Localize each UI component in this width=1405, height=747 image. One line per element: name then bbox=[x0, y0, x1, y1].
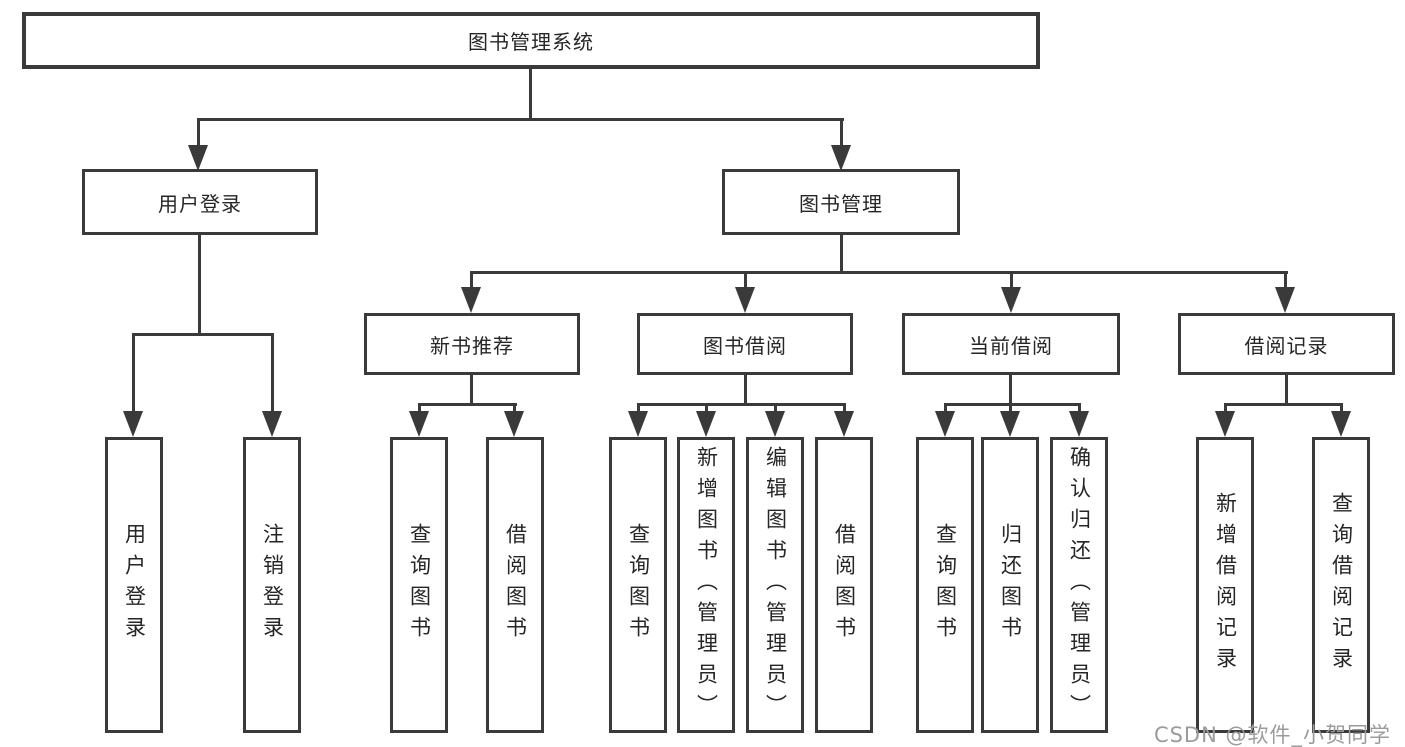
node-label: 编辑图书（管理员） bbox=[763, 445, 788, 725]
connector-line bbox=[1010, 271, 1013, 289]
node-label: 借阅图书 bbox=[503, 523, 528, 647]
node-leaf-user-login: 用户登录 bbox=[105, 437, 163, 733]
arrowhead-down-icon bbox=[409, 411, 429, 437]
connector-line bbox=[470, 271, 1288, 274]
connector-line bbox=[637, 403, 845, 406]
node-leaf-query-borrow-record: 查询借阅记录 bbox=[1312, 437, 1370, 733]
connector-line bbox=[1340, 403, 1343, 415]
connector-line bbox=[197, 118, 844, 121]
arrowhead-down-icon bbox=[1215, 411, 1235, 437]
arrowhead-down-icon bbox=[123, 411, 143, 437]
connector-line bbox=[1284, 271, 1287, 289]
arrowhead-down-icon bbox=[735, 287, 755, 313]
node-leaf-query-books-borrowing: 查询图书 bbox=[609, 437, 667, 733]
node-label: 查询图书 bbox=[933, 523, 958, 647]
arrowhead-down-icon bbox=[461, 287, 481, 313]
node-book-management: 图书管理 bbox=[722, 169, 960, 235]
node-label: 注销登录 bbox=[260, 523, 285, 647]
arrowhead-down-icon bbox=[188, 145, 208, 171]
connector-line bbox=[744, 271, 747, 289]
connector-line bbox=[944, 403, 1081, 406]
connector-line bbox=[840, 118, 843, 147]
arrowhead-down-icon bbox=[1001, 287, 1021, 313]
node-label: 查询图书 bbox=[407, 523, 432, 647]
node-leaf-borrow-books: 借阅图书 bbox=[815, 437, 873, 733]
connector-line bbox=[197, 118, 200, 147]
connector-line bbox=[529, 69, 532, 120]
node-label: 借阅记录 bbox=[1244, 333, 1329, 358]
connector-line bbox=[840, 235, 843, 274]
node-borrowing-records: 借阅记录 bbox=[1178, 313, 1395, 375]
connector-line bbox=[470, 271, 473, 289]
connector-line bbox=[198, 235, 201, 336]
node-leaf-borrow-books-recommend: 借阅图书 bbox=[486, 437, 544, 733]
node-new-book-recommend: 新书推荐 bbox=[364, 313, 580, 375]
connector-line bbox=[418, 403, 421, 415]
node-leaf-logout: 注销登录 bbox=[243, 437, 301, 733]
arrowhead-down-icon bbox=[834, 411, 854, 437]
node-label: 确认归还（管理员） bbox=[1067, 445, 1092, 725]
node-label: 新增图书（管理员） bbox=[694, 445, 719, 725]
node-leaf-add-borrow-record: 新增借阅记录 bbox=[1196, 437, 1254, 733]
node-leaf-query-books-recommend: 查询图书 bbox=[390, 437, 448, 733]
arrowhead-down-icon bbox=[504, 411, 524, 437]
node-label: 图书管理系统 bbox=[468, 30, 594, 54]
arrowhead-down-icon bbox=[262, 411, 282, 437]
arrowhead-down-icon bbox=[935, 411, 955, 437]
arrowhead-down-icon bbox=[1069, 411, 1089, 437]
connector-line bbox=[774, 403, 777, 415]
node-label: 新书推荐 bbox=[430, 333, 514, 358]
node-label: 归还图书 bbox=[998, 523, 1023, 647]
connector-line bbox=[944, 403, 947, 415]
arrowhead-down-icon bbox=[1331, 411, 1351, 437]
node-user-login: 用户登录 bbox=[82, 169, 318, 235]
node-leaf-return-books: 归还图书 bbox=[981, 437, 1039, 733]
connector-line bbox=[744, 375, 747, 406]
connector-line bbox=[132, 333, 274, 336]
connector-line bbox=[132, 333, 135, 413]
node-book-borrowing: 图书借阅 bbox=[637, 313, 853, 375]
node-label: 借阅图书 bbox=[832, 523, 857, 647]
connector-line bbox=[843, 403, 846, 415]
node-leaf-query-books-current: 查询图书 bbox=[916, 437, 974, 733]
node-label: 图书借阅 bbox=[703, 333, 787, 358]
node-current-borrowing: 当前借阅 bbox=[902, 313, 1120, 375]
arrowhead-down-icon bbox=[696, 411, 716, 437]
connector-line bbox=[637, 403, 640, 415]
node-leaf-confirm-return-admin: 确认归还（管理员） bbox=[1050, 437, 1108, 733]
arrowhead-down-icon bbox=[628, 411, 648, 437]
node-leaf-edit-books-admin: 编辑图书（管理员） bbox=[746, 437, 804, 733]
connector-line bbox=[513, 403, 516, 415]
node-label: 用户登录 bbox=[122, 523, 147, 647]
arrowhead-down-icon bbox=[1000, 411, 1020, 437]
connector-line bbox=[1224, 403, 1227, 415]
connector-line bbox=[271, 333, 274, 413]
node-label: 新增借阅记录 bbox=[1213, 492, 1238, 678]
node-leaf-add-books-admin: 新增图书（管理员） bbox=[677, 437, 735, 733]
arrowhead-down-icon bbox=[1275, 287, 1295, 313]
node-label: 当前借阅 bbox=[969, 333, 1053, 358]
node-library-management-system: 图书管理系统 bbox=[22, 12, 1040, 69]
connector-line bbox=[1009, 403, 1012, 415]
node-label: 用户登录 bbox=[158, 191, 242, 216]
connector-line bbox=[705, 403, 708, 415]
node-label: 查询借阅记录 bbox=[1329, 492, 1354, 678]
node-label: 查询图书 bbox=[626, 523, 651, 647]
connector-line bbox=[1285, 375, 1288, 406]
connector-line bbox=[1009, 375, 1012, 406]
connector-line bbox=[470, 375, 473, 406]
node-label: 图书管理 bbox=[799, 191, 883, 216]
connector-line bbox=[1078, 403, 1081, 415]
connector-line bbox=[1224, 403, 1342, 406]
connector-line bbox=[418, 403, 517, 406]
csdn-watermark: CSDN @软件_小贺同学 bbox=[1153, 723, 1391, 747]
arrowhead-down-icon bbox=[765, 411, 785, 437]
arrowhead-down-icon bbox=[831, 145, 851, 171]
